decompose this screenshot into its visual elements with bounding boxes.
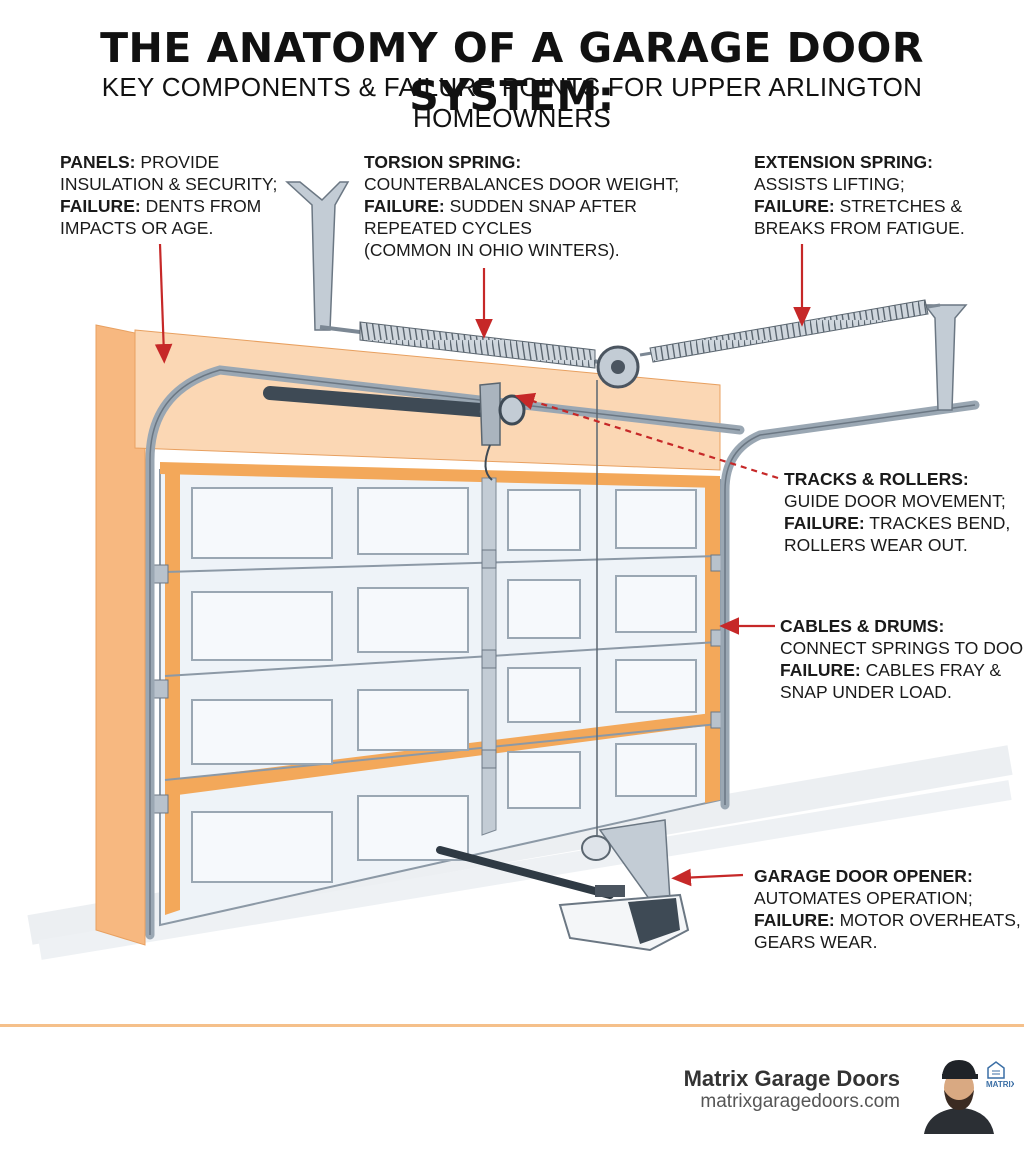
garage-door-diagram <box>27 181 1013 960</box>
brand-name: Matrix Garage Doors <box>683 1066 900 1091</box>
brand-avatar: MATRIX <box>924 1060 1014 1134</box>
extension-failure-label: FAILURE: <box>754 196 835 216</box>
tracks-label: TRACKS & ROLLERS: <box>784 469 969 489</box>
panels-line2: INSULATION & SECURITY; <box>60 174 278 194</box>
extension-line2: ASSISTS LIFTING; <box>754 174 905 194</box>
door-panels <box>159 462 721 927</box>
extension-spring-shape <box>639 299 941 363</box>
cables-line4: SNAP UNDER LOAD. <box>780 682 952 702</box>
cables-label: CABLES & DRUMS: <box>780 616 945 636</box>
torsion-spring-shape <box>319 321 601 369</box>
tracks-line3: TRACKES BEND, <box>864 513 1011 533</box>
opener-line2: AUTOMATES OPERATION; <box>754 888 973 908</box>
opener-line3: MOTOR OVERHEATS, <box>834 910 1021 930</box>
torsion-line2: COUNTERBALANCES DOOR WEIGHT; <box>364 174 680 194</box>
drum-bracket <box>479 382 526 481</box>
brand-url[interactable]: matrixgaragedoors.com <box>700 1091 900 1112</box>
torsion-line5: (COMMON IN OHIO WINTERS). <box>364 240 620 260</box>
panels-line4: IMPACTS OR AGE. <box>60 218 214 238</box>
torsion-line3: SUDDEN SNAP AFTER <box>444 196 637 216</box>
extension-label: EXTENSION SPRING: <box>754 152 933 172</box>
panels-line3: DENTS FROM <box>140 196 262 216</box>
brand-logo <box>987 1061 1005 1079</box>
opener-assembly <box>436 819 690 952</box>
opener-failure-label: FAILURE: <box>754 910 835 930</box>
callout-torsion-spring: TORSION SPRING: COUNTERBALANCES DOOR WEI… <box>364 151 679 261</box>
opener-line4: GEARS WEAR. <box>754 932 878 952</box>
panels-label: PANELS: <box>60 152 136 172</box>
callout-panels: PANELS: PROVIDE INSULATION & SECURITY; F… <box>60 151 277 239</box>
page-title: THE ANATOMY OF A GARAGE DOOR SYSTEM: <box>100 24 924 120</box>
panels-line1: PROVIDE <box>135 152 220 172</box>
pulley <box>596 345 640 389</box>
ceiling-bracket-left <box>285 181 350 331</box>
callout-extension-spring: EXTENSION SPRING: ASSISTS LIFTING; FAILU… <box>754 151 965 239</box>
footer-divider <box>0 1024 1024 1027</box>
panels-failure-label: FAILURE: <box>60 196 141 216</box>
ceiling-bracket-right <box>923 304 968 411</box>
tracks-line4: ROLLERS WEAR OUT. <box>784 535 968 555</box>
annotation-arrows <box>154 243 811 887</box>
torsion-label: TORSION SPRING: <box>364 152 522 172</box>
tracks-line2: GUIDE DOOR MOVEMENT; <box>784 491 1006 511</box>
page-subtitle: KEY COMPONENTS & FAILURE POINTS FOR UPPE… <box>101 72 923 133</box>
opener-label: GARAGE DOOR OPENER: <box>754 866 973 886</box>
torsion-line4: REPEATED CYCLES <box>364 218 532 238</box>
tracks-failure-label: FAILURE: <box>784 513 865 533</box>
cables-failure-label: FAILURE: <box>780 660 861 680</box>
callout-cables-drums: CABLES & DRUMS: CONNECT SPRINGS TO DOOR;… <box>780 615 1024 703</box>
extension-line4: BREAKS FROM FATIGUE. <box>754 218 965 238</box>
extension-line3: STRETCHES & <box>834 196 963 216</box>
callout-tracks-rollers: TRACKS & ROLLERS: GUIDE DOOR MOVEMENT; F… <box>784 468 1010 556</box>
cables-line2: CONNECT SPRINGS TO DOOR; <box>780 638 1024 658</box>
torsion-failure-label: FAILURE: <box>364 196 445 216</box>
brand-logo-text: MATRIX <box>986 1080 1014 1089</box>
callout-opener: GARAGE DOOR OPENER: AUTOMATES OPERATION;… <box>754 865 1021 953</box>
cables-line3: CABLES FRAY & <box>860 660 1002 680</box>
